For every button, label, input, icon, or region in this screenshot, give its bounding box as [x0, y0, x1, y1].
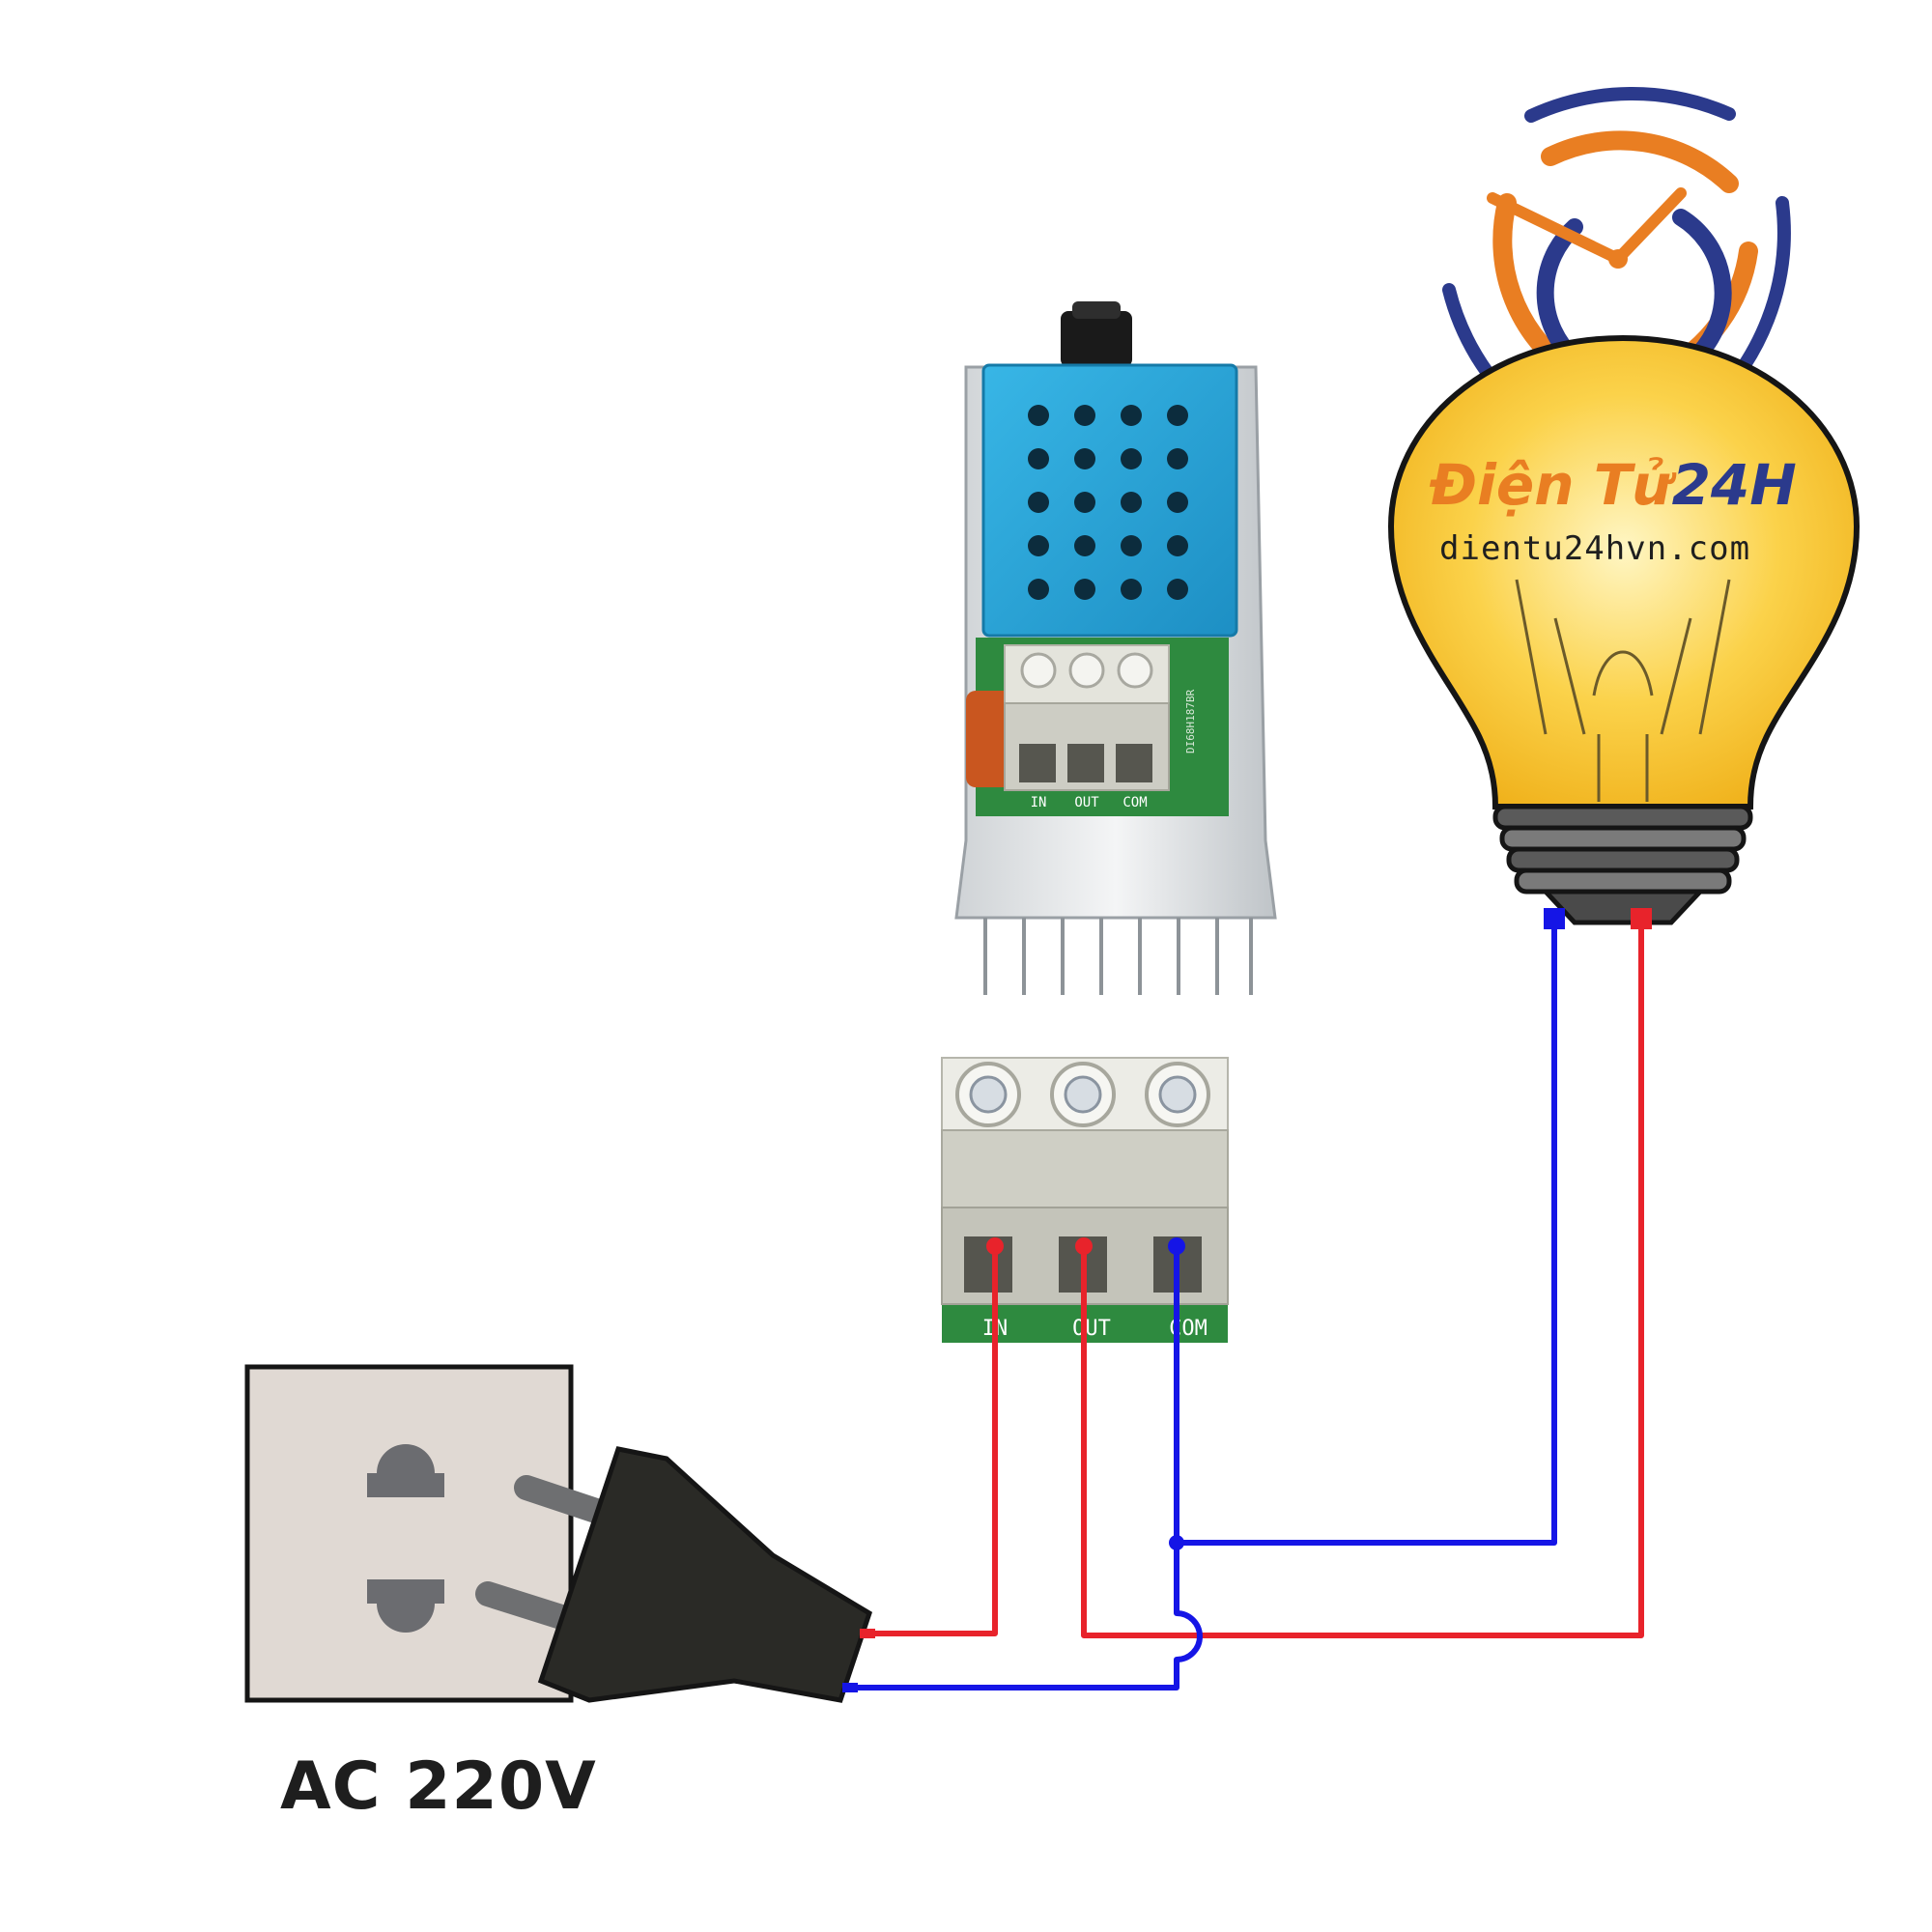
module-label-in: IN — [1031, 795, 1047, 810]
terminal-dot-com — [1168, 1237, 1185, 1255]
brand-name-part1: Điện Tử — [1430, 452, 1672, 518]
power-source-label: AC 220V — [280, 1748, 597, 1825]
terminal-dot-out — [1075, 1237, 1093, 1255]
module-label-out: OUT — [1074, 795, 1099, 810]
dimmer-module-icon: IN OUT COM DI68H187BR — [954, 301, 1277, 995]
wire-junction-dot — [1169, 1535, 1184, 1550]
wire-live-out — [1081, 919, 1644, 1638]
board-marking: DI68H187BR — [1184, 689, 1197, 753]
brand-name-part2: 24H — [1671, 452, 1797, 518]
power-plug-icon — [475, 1446, 873, 1703]
plug-neutral-pin — [842, 1683, 858, 1692]
module-label-com: COM — [1122, 795, 1147, 810]
wall-socket-icon — [244, 1364, 574, 1703]
terminal-dot-in — [986, 1237, 1004, 1255]
plug-live-pin — [860, 1629, 875, 1638]
wire-neutral-com — [1174, 919, 1557, 1546]
wires — [850, 919, 1644, 1690]
brand-name: Điện Tử24H — [1430, 452, 1797, 518]
wire-neutral-plug — [850, 1543, 1203, 1690]
brand-url: dientu24hvn.com — [1439, 529, 1751, 568]
terminal-label-out: OUT — [1072, 1317, 1111, 1341]
wire-live-in — [869, 1246, 998, 1636]
light-bulb-icon — [1387, 334, 1861, 929]
